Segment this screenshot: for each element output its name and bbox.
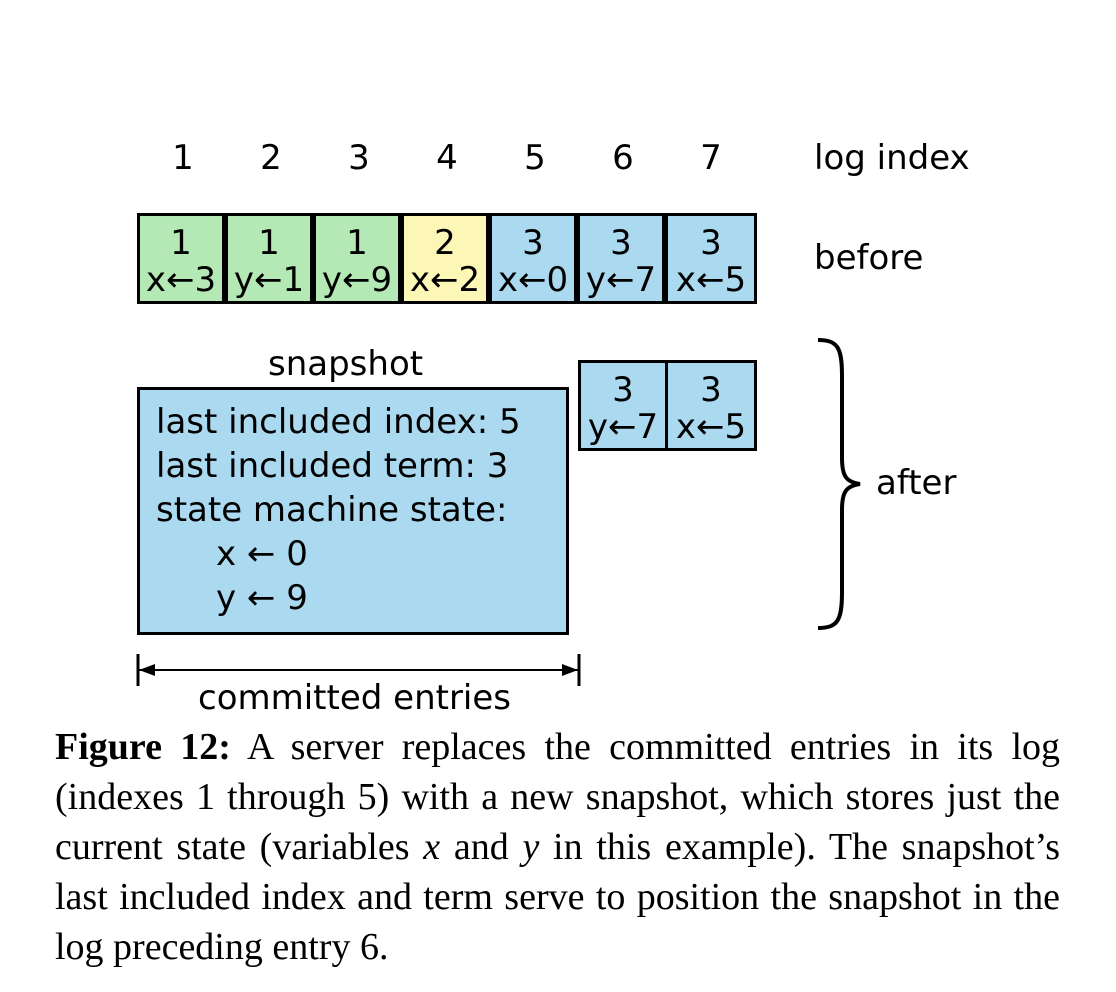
- snapshot-state-x: x ← 0: [216, 534, 308, 574]
- log-index-label: log index: [814, 138, 970, 178]
- entry-term: 3: [700, 223, 722, 263]
- committed-span-arrow: [136, 654, 581, 686]
- entry-command: y←1: [233, 260, 305, 300]
- entry-term: 3: [700, 370, 722, 410]
- entry-command: x←5: [675, 407, 747, 447]
- caption-label: Figure 12:: [55, 726, 231, 768]
- entry-command: x←2: [409, 260, 481, 300]
- before-entry-4: 2 x←2: [401, 213, 489, 304]
- entry-term: 1: [258, 223, 280, 263]
- after-label: after: [876, 463, 957, 503]
- snapshot-last-index: last included index: 5: [156, 402, 521, 442]
- log-index-2: 2: [260, 138, 282, 178]
- before-entry-7: 3 x←5: [665, 213, 757, 304]
- caption-text-1: A server replaces the committed entries …: [55, 726, 1061, 868]
- entry-term: 3: [612, 370, 634, 410]
- after-entry-6: 3 y←7: [578, 360, 668, 451]
- entry-term: 3: [610, 223, 632, 263]
- entry-term: 1: [170, 223, 192, 263]
- before-entry-2: 1 y←1: [225, 213, 313, 304]
- log-index-1: 1: [172, 138, 194, 178]
- log-index-6: 6: [612, 138, 634, 178]
- entry-term: 1: [346, 223, 368, 263]
- after-entry-7: 3 x←5: [665, 360, 757, 451]
- log-index-7: 7: [700, 138, 722, 178]
- caption-text-3: in this example). The snapshot’s last in…: [55, 826, 1061, 968]
- entry-command: x←5: [675, 260, 747, 300]
- entry-term: 3: [522, 223, 544, 263]
- entry-command: x←0: [497, 260, 569, 300]
- before-entry-5: 3 x←0: [489, 213, 577, 304]
- entry-command: y←9: [321, 260, 393, 300]
- before-entry-1: 1 x←3: [137, 213, 225, 304]
- committed-entries-label: committed entries: [198, 678, 512, 718]
- caption-var-y: y: [522, 826, 540, 868]
- entry-command: x←3: [145, 260, 217, 300]
- log-index-4: 4: [436, 138, 458, 178]
- snapshot-box: last included index: 5 last included ter…: [137, 387, 569, 635]
- entry-command: y←7: [585, 260, 657, 300]
- entry-command: y←7: [587, 407, 659, 447]
- before-label: before: [814, 238, 924, 278]
- caption-text-2: and: [440, 826, 523, 868]
- entry-term: 2: [434, 223, 456, 263]
- figure-caption: Figure 12: A server replaces the committ…: [55, 722, 1060, 972]
- before-entry-3: 1 y←9: [313, 213, 401, 304]
- after-brace: [817, 338, 861, 630]
- snapshot-title: snapshot: [268, 344, 424, 384]
- snapshot-last-term: last included term: 3: [156, 446, 509, 486]
- before-entry-6: 3 y←7: [577, 213, 665, 304]
- log-index-5: 5: [524, 138, 546, 178]
- snapshot-state-heading: state machine state:: [156, 490, 508, 530]
- caption-var-x: x: [423, 826, 441, 868]
- snapshot-state-y: y ← 9: [216, 578, 308, 618]
- log-index-3: 3: [348, 138, 370, 178]
